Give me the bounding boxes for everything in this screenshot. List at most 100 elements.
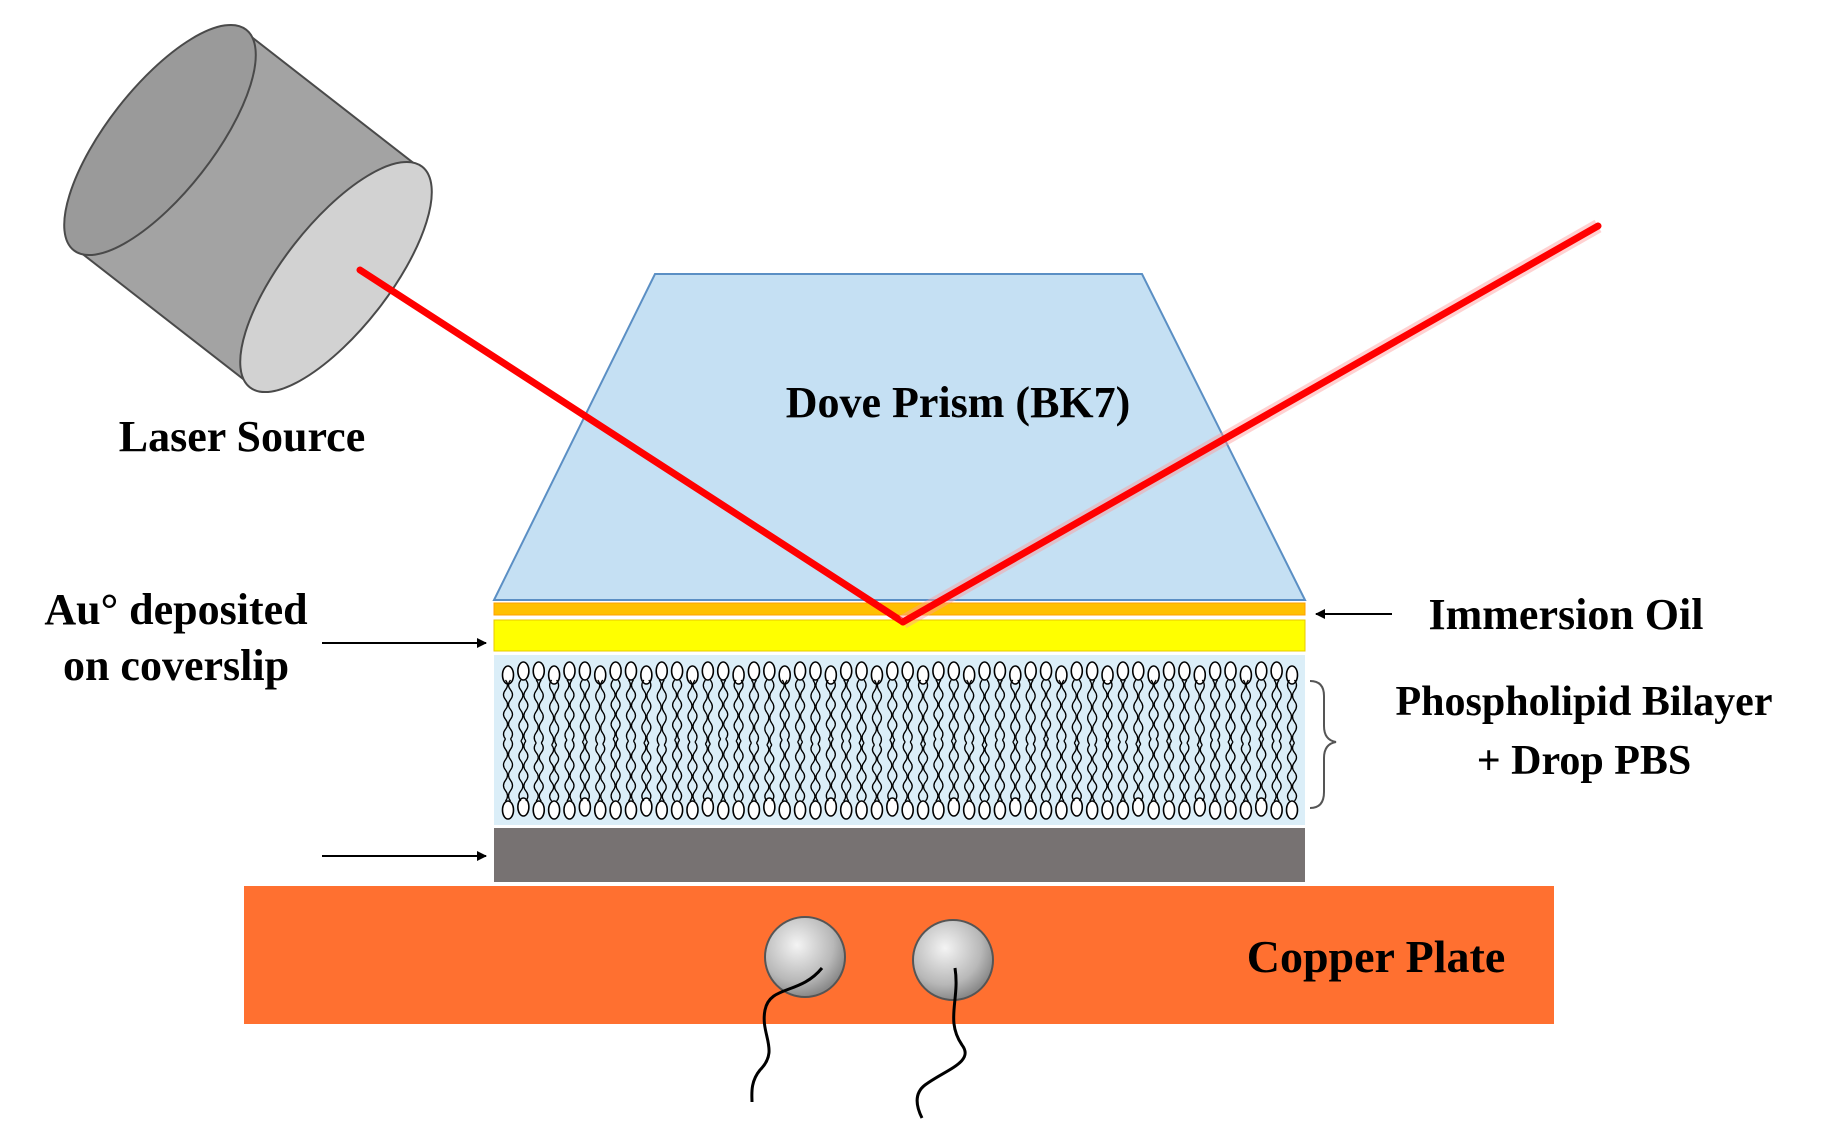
- lipid-tail-top: [887, 679, 893, 741]
- lipid-tail-top: [856, 679, 862, 744]
- lipid-tail-top: [933, 679, 939, 740]
- lipid-tail-top: [1261, 679, 1267, 740]
- lipid-tail-top: [1194, 679, 1200, 746]
- lipid-tail-top: [1168, 679, 1175, 742]
- copper-plate: [244, 886, 1554, 1024]
- lipid-tail-bottom: [538, 742, 544, 802]
- phospholipid-bilayer-region: [494, 655, 1305, 825]
- lipid-tail-top: [994, 679, 1001, 741]
- lipid-head-top: [1239, 665, 1253, 685]
- lipid-tail-bottom: [723, 738, 729, 802]
- electrode-icon: [750, 916, 846, 1103]
- gold-layer-label: Au° deposited: [44, 585, 307, 634]
- lipid-head-bottom: [1024, 800, 1037, 820]
- lipid-head-bottom: [609, 800, 622, 820]
- lipid-tail-top: [1230, 679, 1236, 743]
- lipid-head-bottom: [993, 800, 1007, 820]
- lipid-tail-top: [692, 679, 698, 743]
- lipid-head-top: [686, 665, 699, 685]
- lipid-head-bottom: [517, 797, 530, 817]
- lipid-tail-top: [595, 679, 601, 745]
- lipid-head-top: [1193, 665, 1207, 685]
- lipid-head-bottom: [1116, 800, 1130, 820]
- lipid-head-bottom: [640, 797, 653, 817]
- lipid-tail-top: [1092, 679, 1098, 746]
- lipid-tail-bottom: [610, 738, 616, 802]
- lipid-tail-bottom: [1291, 742, 1298, 802]
- lipid-tail-bottom: [1214, 739, 1221, 802]
- lipid-head-top: [901, 661, 914, 681]
- lipid-tail-top: [871, 679, 878, 746]
- lipid-head-top: [563, 661, 576, 681]
- lipid-tail-bottom: [1199, 744, 1205, 802]
- lipid-tail-top: [548, 679, 555, 746]
- lipid-tail-top: [876, 679, 883, 746]
- lipid-tail-bottom: [579, 741, 586, 802]
- lipid-tail-top: [553, 679, 560, 746]
- lipid-head-bottom: [1085, 800, 1099, 820]
- lipid-tail-top: [1271, 679, 1277, 742]
- lipid-head-top: [701, 661, 715, 681]
- lipid-head-bottom: [686, 800, 699, 820]
- lipid-head-bottom: [1055, 800, 1068, 820]
- lipid-tail-top: [707, 679, 713, 745]
- lipid-tail-bottom: [1209, 739, 1216, 802]
- lipid-head-top: [593, 665, 607, 685]
- lipid-head-bottom: [747, 800, 761, 820]
- lipid-tail-bottom: [994, 739, 1001, 802]
- lipid-tail-top: [738, 679, 744, 742]
- lipid-head-top: [978, 661, 991, 681]
- lipid-head-bottom: [824, 797, 838, 817]
- lipid-tail-bottom: [1117, 741, 1124, 802]
- lipid-tail-bottom: [1071, 742, 1077, 802]
- lipid-head-bottom: [1178, 800, 1191, 820]
- lipid-head-bottom: [1008, 797, 1022, 817]
- lipid-tail-top: [1153, 679, 1159, 740]
- lipid-head-top: [501, 665, 515, 685]
- lipid-head-top: [1039, 661, 1053, 681]
- lipid-tail-top: [830, 679, 836, 740]
- laser-source-icon: [63, 23, 433, 394]
- copper-plate-label: Copper Plate: [1247, 931, 1506, 982]
- lipid-tail-top: [907, 679, 913, 743]
- lipid-head-bottom: [1039, 800, 1053, 820]
- lipid-tail-bottom: [1061, 740, 1067, 802]
- lipid-tail-top: [718, 679, 724, 740]
- lipid-head-top: [824, 665, 838, 685]
- lipid-tail-bottom: [1015, 741, 1021, 802]
- lipid-tail-top: [1133, 679, 1139, 745]
- lipid-tail-top: [861, 679, 867, 744]
- lipid-head-top: [716, 661, 730, 681]
- lipid-tail-bottom: [1102, 739, 1108, 802]
- lipid-tail-bottom: [1261, 738, 1267, 802]
- laser-back-face: [63, 23, 257, 257]
- lipid-tail-bottom: [1076, 742, 1082, 802]
- lipid-tail-top: [999, 679, 1006, 741]
- lipid-tail-bottom: [718, 738, 724, 802]
- electrode-wire-left: [750, 967, 824, 1103]
- lipid-head-bottom: [916, 800, 930, 820]
- lipid-tail-bottom: [1087, 744, 1093, 802]
- lipid-head-top: [732, 665, 745, 685]
- lipid-tail-bottom: [1153, 738, 1159, 802]
- lipid-tail-top: [892, 679, 898, 741]
- lipid-tail-bottom: [646, 742, 652, 802]
- gold-layer: [493, 619, 1306, 652]
- lipid-tail-bottom: [1230, 741, 1236, 802]
- lipid-tail-bottom: [887, 739, 893, 802]
- lipid-tail-bottom: [671, 739, 678, 802]
- lipid-head-bottom: [670, 800, 684, 820]
- lipid-head-bottom: [655, 800, 669, 820]
- lipid-tail-top: [846, 679, 852, 742]
- lipid-head-bottom: [716, 800, 730, 820]
- lipid-head-top: [1224, 661, 1237, 681]
- lipid-head-bottom: [1239, 800, 1253, 820]
- lipid-tail-bottom: [595, 743, 601, 802]
- lipid-head-top: [547, 665, 561, 685]
- lipid-tail-bottom: [748, 742, 755, 802]
- lipid-tail-bottom: [600, 743, 606, 802]
- lipid-head-top: [655, 661, 669, 681]
- immersion-oil-label: Immersion Oil: [1429, 590, 1704, 639]
- lipid-tail-bottom: [676, 739, 683, 802]
- lipid-head-bottom: [1285, 800, 1299, 820]
